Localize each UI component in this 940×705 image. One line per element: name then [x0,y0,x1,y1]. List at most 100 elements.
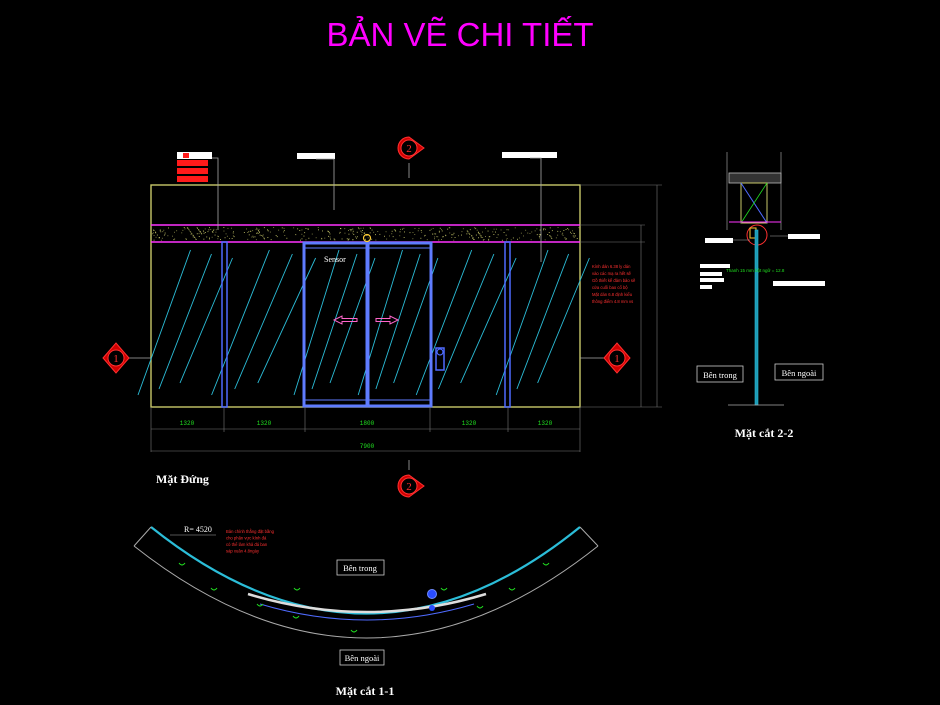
glass-hatch-line [293,249,340,396]
note-line: cửa cuối bao cổ bộ [592,285,628,290]
anchor-mark [476,605,484,609]
section11-operator-icon-2 [429,605,435,611]
anchor-mark [292,615,300,619]
section11-end-left [133,526,152,547]
glass-hatch [137,249,590,396]
section-marker-2-bottom-label: 2 [406,481,412,493]
glass-hatch-line [311,253,358,390]
section11-label: Mặt cắt 1-1 [336,684,395,698]
section11-operator-icon [427,589,437,599]
section22-brace-2 [740,182,768,224]
elevation-note: Kính dán 6.38 ly dán vào các mạ ra hết sẽ… [592,264,636,304]
anchor-mark [178,562,186,566]
door-leaf-left [302,241,369,408]
glass-hatch-line [437,253,495,390]
section-marker-1-right: 1 [603,342,631,374]
mullion-1 [221,241,228,408]
anchor-mark [542,562,550,566]
section-marker-1-right-label: 1 [614,353,620,365]
header-band-texture [152,227,580,241]
glass-hatch-line [375,253,421,390]
note-line: cho phân vực kính đá [226,536,267,541]
leader-line-1 [212,157,219,230]
section-marker-2-top-label: 2 [406,143,412,155]
section11-anchor-marks [178,562,550,633]
section22-tag-2 [788,234,820,239]
section22-transom [740,182,768,224]
section-marker-2-bottom: 2 [397,474,425,498]
dim-panel-4: 1320 [462,420,477,427]
dim-total: 7900 [360,443,375,450]
note-line: Gồ thiết kế đảm bảo sẽ [592,278,636,283]
section22-glass [754,229,759,406]
leader-label-box-4 [177,176,208,182]
note-line: Bản chính thẳng đặt bằng [226,529,275,534]
section22-outside-box [774,363,824,381]
anchor-mark [210,587,218,591]
section-11-view: R= 4520 Bản chính thẳng đặt bằng cho phân… [133,525,599,698]
mullion-2 [504,241,511,408]
note-line: sáp xuân 4.8ngày [226,549,260,554]
note-line: vào các mạ ra hết sẽ [592,271,632,276]
leader-label-box-6 [502,152,557,158]
section11-glass-arc [150,526,581,615]
sensor-icon [362,233,372,243]
section11-door-arc [247,592,487,614]
glass-hatch-line [211,249,270,396]
drawing-title: BẢN VẼ CHI TIẾT [326,16,593,53]
glass-hatch-line [516,253,570,390]
note-line: có thể làm khả đá ban [226,542,268,547]
door-operator-knob-icon [436,348,444,356]
section11-outside-label: Bên ngoài [345,653,380,663]
glass-hatch-line [234,253,293,390]
slide-arrow-right-icon [375,315,400,325]
elevation-view: Sensor Kính dán 6.38 ly dán vào các mạ ra… [102,136,662,498]
glass-hatch-line [460,257,517,384]
dim-panel-2: 1320 [257,420,272,427]
anchor-mark [293,587,301,591]
section22-header-beam [728,172,782,184]
glass-hatch-line [158,253,212,390]
sensor-label: Sensor [324,255,346,264]
section11-inside-box [336,559,385,576]
leader-label-box-1 [177,152,212,159]
section22-tag-4 [700,272,722,276]
section22-label: Mặt cắt 2-2 [735,426,794,440]
section22-inside-box [696,365,744,383]
note-line: Mặt dán 6.8 định kiểu [592,292,633,297]
leader-label-box-2 [177,160,208,166]
glass-hatch-line [537,257,590,384]
section-marker-1-left: 1 [102,342,130,374]
leader-label-mark [183,153,189,158]
section11-outer-arc [133,545,599,639]
anchor-mark [350,629,358,633]
glass-hatch-line [179,257,233,384]
leader-line-3 [530,157,542,262]
section-marker-2-top: 2 [397,136,425,160]
glass-hatch-line [257,257,317,384]
leader-label-box-5 [297,153,335,159]
anchor-mark [508,587,516,591]
slide-arrow-left-icon [332,315,358,325]
anchor-mark [256,603,264,607]
section-marker-1-left-label: 1 [113,353,119,365]
glass-hatch-line [357,249,403,396]
section22-dim-note: Thanh 15 mm bột ngữ = 12.8 [726,268,785,273]
section22-tag-7 [773,281,825,286]
leader-label-box-3 [177,168,208,174]
section22-tag-6 [700,285,712,289]
section-22-view: Thanh 15 mm bột ngữ = 12.8 Bên trong Bên… [696,152,825,440]
leader-line-2 [316,158,335,210]
elevation-label: Mặt Đứng [156,472,209,486]
dim-panel-5: 1320 [538,420,553,427]
anchor-mark [440,587,448,591]
dim-panel-3: 1800 [360,420,375,427]
section11-door-track [259,603,475,621]
section11-end-right [579,526,599,547]
door-operator-icon [435,347,445,371]
section11-radius-label: R= 4520 [184,525,212,534]
note-line: Kính dán 6.38 ly dán [592,264,631,269]
door-leaf-right [366,241,433,408]
section22-tag-3 [700,264,730,268]
note-line: thông điểm 4.8 mm vs [592,299,633,304]
